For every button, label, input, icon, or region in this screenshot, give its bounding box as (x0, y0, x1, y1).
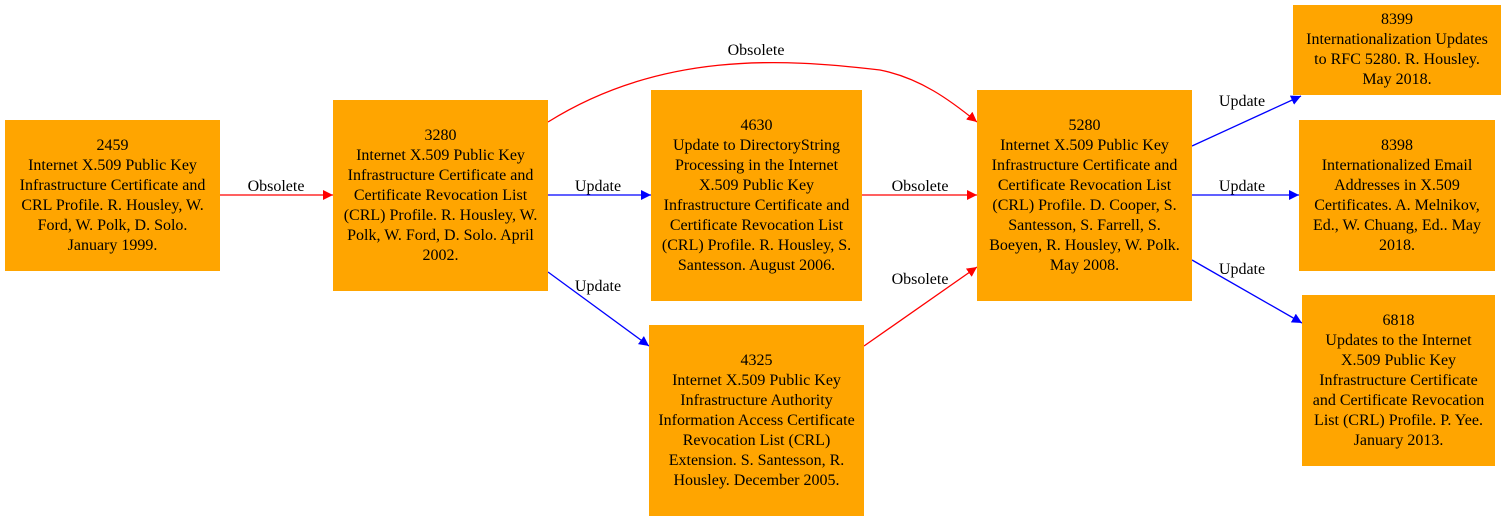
rfc-number: 2459 (96, 136, 129, 154)
edge-3280-4325 (547, 271, 650, 347)
rfc-title: Internet X.509 Public Key Infrastructure… (343, 146, 538, 264)
edge-label-3280-4630: Update (575, 178, 621, 195)
rfc-node-2459: 2459 Internet X.509 Public Key Infrastru… (5, 120, 220, 271)
edge-label-4325-5280: Obsolete (892, 271, 949, 288)
rfc-node-5280: 5280 Internet X.509 Public Key Infrastru… (977, 90, 1192, 301)
edge-5280-6818 (1191, 259, 1303, 324)
edge-3280-5280 (547, 61, 978, 123)
edge-label-5280-6818: Update (1219, 261, 1265, 278)
rfc-node-6818: 6818 Updates to the Internet X.509 Publi… (1302, 295, 1495, 466)
rfc-number: 3280 (424, 126, 457, 144)
rfc-node-8399: 8399 Internationalization Updates to RFC… (1293, 5, 1501, 95)
rfc-number: 8398 (1381, 136, 1413, 154)
edge-label-3280-4325: Update (575, 278, 621, 295)
rfc-number: 4630 (740, 116, 773, 134)
rfc-title: Internet X.509 Public Key Infrastructure… (658, 371, 855, 489)
rfc-node-4630: 4630 Update to DirectoryString Processin… (651, 90, 862, 301)
rfc-number: 6818 (1382, 311, 1415, 329)
rfc-node-8398: 8398 Internationalized Email Addresses i… (1299, 120, 1495, 271)
edge-4325-5280 (863, 266, 978, 347)
rfc-number: 8399 (1381, 11, 1413, 28)
rfc-node-4325: 4325 Internet X.509 Public Key Infrastru… (649, 325, 864, 516)
edge-label-4630-5280: Obsolete (892, 178, 949, 195)
edge-label-2459-3280: Obsolete (248, 178, 305, 195)
rfc-number: 4325 (740, 351, 773, 369)
rfc-title: Internet X.509 Public Key Infrastructure… (19, 156, 206, 254)
rfc-title: Update to DirectoryString Processing in … (661, 136, 852, 274)
edge-label-5280-8399: Update (1219, 93, 1265, 110)
rfc-title: Internet X.509 Public Key Infrastructure… (989, 136, 1180, 274)
edge-label-5280-8398: Update (1219, 178, 1265, 195)
edge-5280-8399 (1191, 95, 1302, 147)
rfc-title: Internationalization Updates to RFC 5280… (1306, 31, 1488, 88)
rfc-title: Updates to the Internet X.509 Public Key… (1312, 331, 1485, 449)
rfc-number: 5280 (1068, 116, 1101, 134)
edge-label-3280-5280: Obsolete (728, 42, 785, 59)
rfc-node-3280: 3280 Internet X.509 Public Key Infrastru… (333, 100, 548, 291)
rfc-title: Internationalized Email Addresses in X.5… (1313, 156, 1481, 254)
